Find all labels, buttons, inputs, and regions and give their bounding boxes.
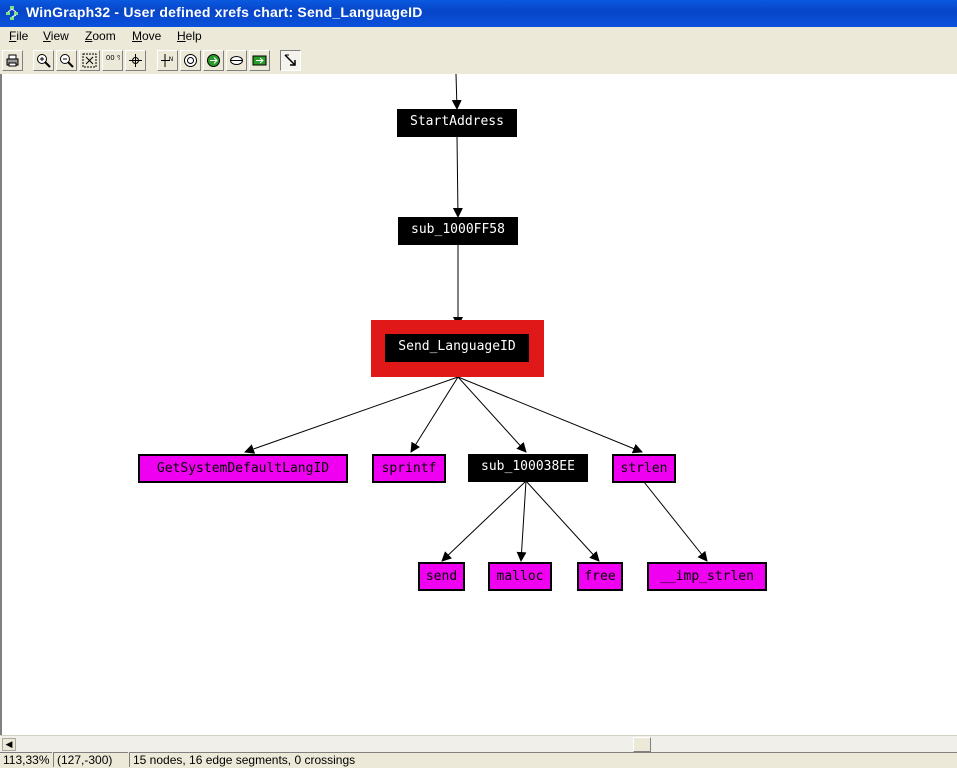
- window-title: WinGraph32 - User defined xrefs chart: S…: [26, 4, 423, 20]
- edge-button[interactable]: [226, 50, 247, 71]
- birdseye-icon: [184, 54, 197, 67]
- node-malloc[interactable]: malloc: [488, 562, 552, 591]
- node-sub-100038ee[interactable]: sub_100038EE: [468, 454, 588, 482]
- layout-button[interactable]: [203, 50, 224, 71]
- menu-move[interactable]: Move: [132, 29, 162, 43]
- node-free[interactable]: free: [577, 562, 623, 591]
- fit-window-button[interactable]: [79, 50, 100, 71]
- node-sprintf[interactable]: sprintf: [372, 454, 446, 483]
- edge-entry-startaddress: [451, 74, 462, 110]
- tree-icon: [252, 55, 267, 66]
- edge-strlen-impstrlen: [643, 481, 708, 562]
- node-send-languageid: Send_LanguageID: [385, 334, 529, 362]
- edge-sub100038ee-malloc: [516, 480, 527, 562]
- node-getsystemdefaultlangid[interactable]: GetSystemDefaultLangID: [138, 454, 348, 483]
- edge-send-getsystemdefaultlangid: [244, 376, 459, 454]
- edge-startaddress-sub1000ff58: [452, 135, 463, 218]
- node-send-languageid-selected[interactable]: Send_LanguageID: [371, 320, 544, 377]
- menu-file[interactable]: File: [9, 29, 29, 43]
- select-cursor-button[interactable]: [280, 50, 301, 71]
- status-info: 15 nodes, 16 edge segments, 0 crossings: [129, 752, 957, 767]
- svg-text:100 %: 100 %: [105, 54, 120, 62]
- node-send[interactable]: send: [418, 562, 465, 591]
- north-button[interactable]: N: [157, 50, 178, 71]
- print-icon: [6, 54, 19, 67]
- menu-view[interactable]: View: [43, 29, 69, 43]
- edge-icon: [230, 56, 243, 65]
- graph-canvas[interactable]: StartAddress sub_1000FF58 Send_LanguageI…: [0, 74, 957, 735]
- zoom-out-button[interactable]: [56, 50, 77, 71]
- horizontal-scrollbar[interactable]: ◀: [0, 735, 957, 753]
- zoom-100-button[interactable]: 100 %: [102, 50, 123, 71]
- zoom-out-icon: [60, 54, 74, 68]
- node-sub-1000ff58[interactable]: sub_1000FF58: [398, 217, 518, 245]
- edge-sub100038ee-free: [525, 480, 600, 562]
- scroll-thumb[interactable]: [633, 737, 651, 752]
- birdseye-button[interactable]: [180, 50, 201, 71]
- status-zoom: 113,33%: [0, 752, 52, 767]
- layout-icon: [207, 54, 220, 67]
- edge-send-sub100038ee: [457, 376, 527, 453]
- edge-sub100038ee-send: [441, 480, 527, 562]
- zoom-100-icon: 100 %: [105, 54, 120, 62]
- scroll-left-icon[interactable]: ◀: [2, 738, 16, 751]
- fit-window-icon: [82, 53, 97, 68]
- svg-text:N: N: [169, 56, 174, 63]
- node-strlen[interactable]: strlen: [612, 454, 676, 483]
- toolbar: 100 % N: [0, 46, 957, 75]
- status-coords: (127,-300): [53, 752, 128, 767]
- tree-graph-icon: [6, 6, 18, 20]
- edge-send-sprintf: [410, 376, 459, 453]
- title-bar: WinGraph32 - User defined xrefs chart: S…: [0, 0, 957, 27]
- menu-bar: File View Zoom Move Help: [0, 27, 957, 46]
- center-button[interactable]: [125, 50, 146, 71]
- menu-help[interactable]: Help: [177, 29, 202, 43]
- status-bar: 113,33% (127,-300) 15 nodes, 16 edge seg…: [0, 752, 957, 767]
- graph-edges: [244, 74, 708, 562]
- tree-button[interactable]: [249, 50, 270, 71]
- north-icon: N: [161, 54, 174, 67]
- menu-zoom[interactable]: Zoom: [85, 29, 116, 43]
- node-imp-strlen[interactable]: __imp_strlen: [647, 562, 767, 591]
- print-button[interactable]: [2, 50, 23, 71]
- node-startaddress[interactable]: StartAddress: [397, 109, 517, 137]
- center-icon: [129, 54, 142, 67]
- select-cursor-icon: [284, 54, 296, 66]
- zoom-in-button[interactable]: [33, 50, 54, 71]
- edge-send-strlen: [457, 376, 643, 454]
- zoom-in-icon: [37, 54, 51, 68]
